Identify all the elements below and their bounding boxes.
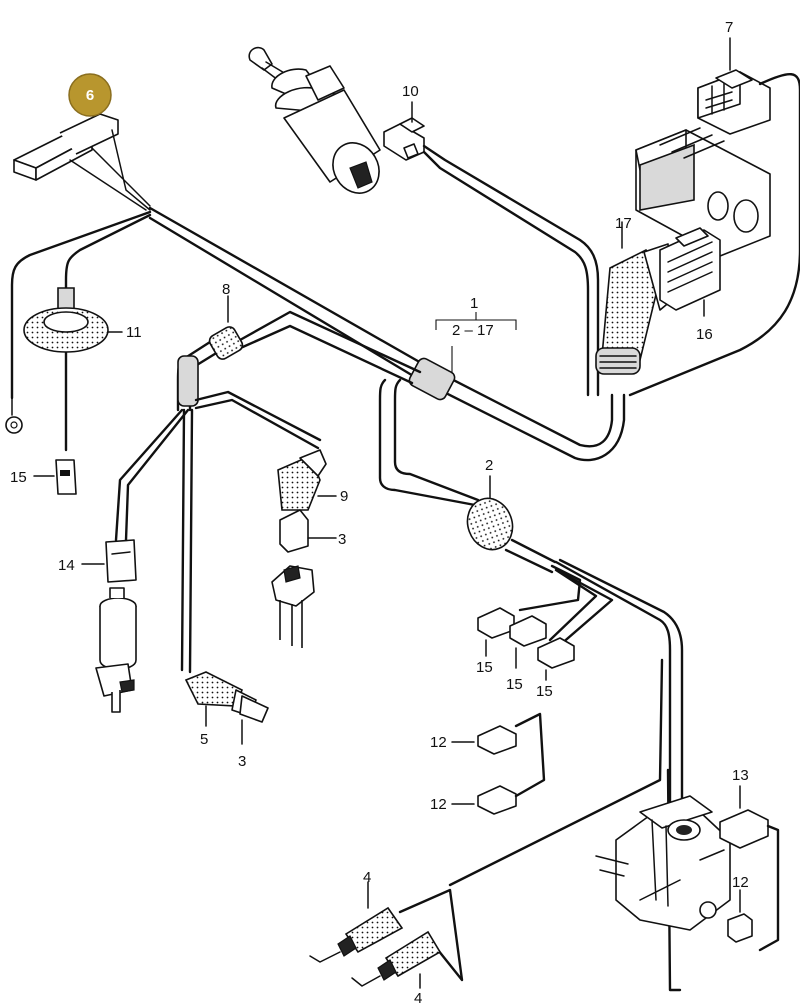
callout-14: 14 xyxy=(58,557,75,574)
callout-3b: 3 xyxy=(238,753,246,770)
connectors-15-group xyxy=(477,607,575,681)
connector-17-boot xyxy=(595,347,641,375)
washer-pump xyxy=(95,587,137,713)
callout-4b: 4 xyxy=(414,990,422,1007)
connector-10 xyxy=(383,101,600,397)
connector-6 xyxy=(13,113,151,211)
callout-3a: 3 xyxy=(338,531,346,548)
connector-13 xyxy=(719,785,780,952)
callout-7: 7 xyxy=(725,19,733,36)
callout-10: 10 xyxy=(402,83,419,100)
carburetor xyxy=(595,795,731,931)
ground-eyelet xyxy=(5,416,23,434)
connector-3-upper xyxy=(279,509,337,553)
sub-harness xyxy=(114,295,422,674)
callout-5: 5 xyxy=(200,731,208,748)
callout-9: 9 xyxy=(340,488,348,505)
connectors-12 xyxy=(451,712,546,815)
left-branch-wires xyxy=(10,210,152,452)
injectors-4 xyxy=(309,881,464,989)
callout-15c: 15 xyxy=(506,676,523,693)
main-harness-trunk xyxy=(148,206,626,574)
callout-15b: 15 xyxy=(476,659,493,676)
callout-1-bracket xyxy=(435,312,517,372)
pump-motor xyxy=(248,46,381,194)
relay-block xyxy=(635,127,771,257)
callout-1-range: 2 – 17 xyxy=(452,322,494,339)
temperature-sender xyxy=(271,565,315,648)
callout-17: 17 xyxy=(615,215,632,232)
grommet-2 xyxy=(466,475,514,551)
callout-8: 8 xyxy=(222,281,230,298)
callout-1: 1 xyxy=(470,295,478,312)
sub-harness-sleeve xyxy=(177,355,199,407)
connector-9 xyxy=(277,449,337,511)
connector-15-left xyxy=(33,459,77,495)
callout-4a: 4 xyxy=(363,869,371,886)
callout-13: 13 xyxy=(732,767,749,784)
callout-15d: 15 xyxy=(536,683,553,700)
callout-15a: 15 xyxy=(10,469,27,486)
connector-5 xyxy=(184,671,269,745)
callout-11: 11 xyxy=(126,324,142,341)
grommet-11 xyxy=(23,287,123,353)
grommet-8 xyxy=(208,326,244,360)
highlight-badge xyxy=(68,73,112,117)
callout-labels: 6 1 2 – 17 2 3 3 4 4 5 7 8 9 10 11 12 12… xyxy=(10,19,749,1007)
highlight-badge-label: 6 xyxy=(86,87,94,104)
callout-12c: 12 xyxy=(732,874,749,891)
callout-12a: 12 xyxy=(430,734,447,751)
connector-14 xyxy=(81,539,137,583)
callout-2: 2 xyxy=(485,457,493,474)
connector-12-right xyxy=(727,889,753,943)
callout-16: 16 xyxy=(696,326,713,343)
callout-12b: 12 xyxy=(430,796,447,813)
connector-16 xyxy=(659,227,721,317)
